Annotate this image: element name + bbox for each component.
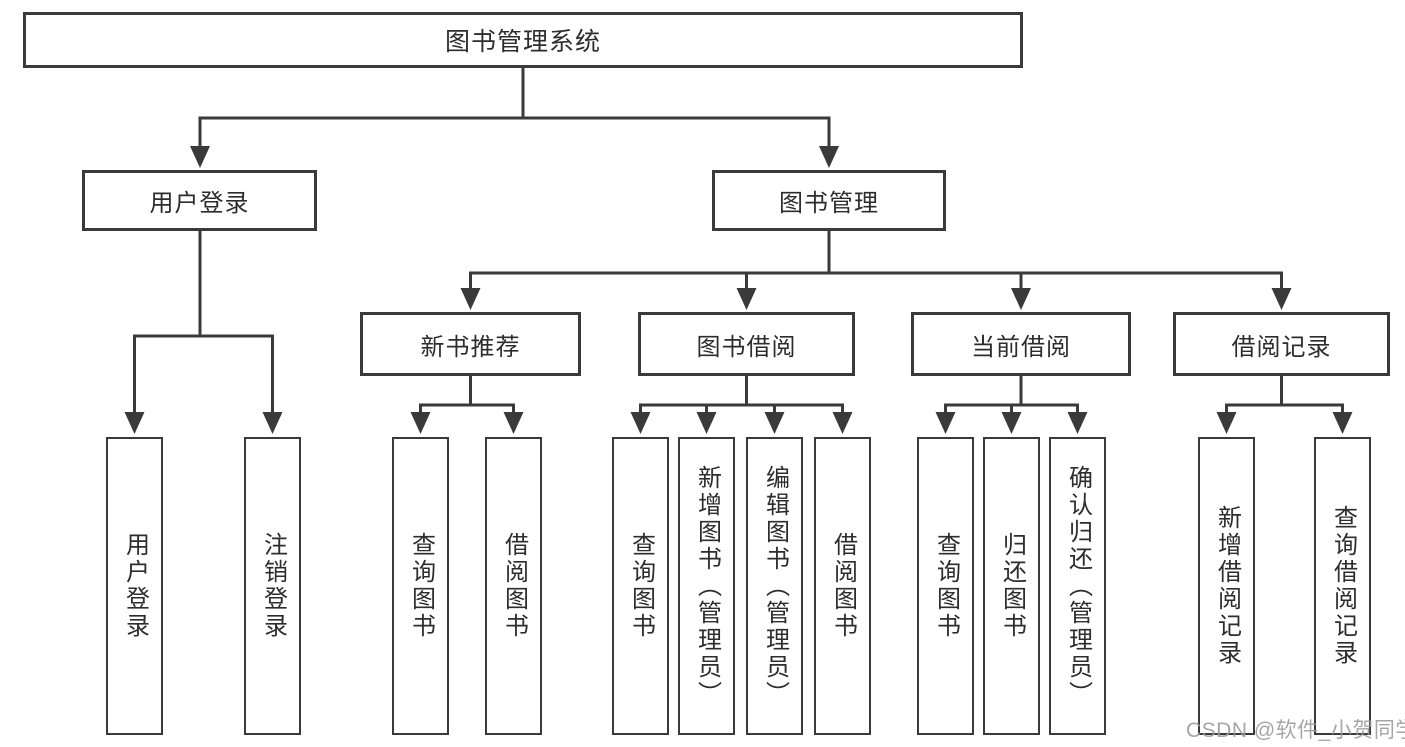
node-book-borrow: 图书借阅 (638, 312, 855, 376)
leaf-query-book-1: 查询图书 (392, 437, 449, 735)
leaf-borrow-book-1: 借阅图书 (485, 437, 542, 735)
leaf-return-book: 归还图书 (983, 437, 1040, 735)
arrow-down-icon (262, 412, 283, 434)
leaf-query-book-3: 查询图书 (917, 437, 974, 735)
leaf-add-book-admin-label: 新增图书（管理员） (693, 464, 721, 708)
leaf-borrow-book-2: 借阅图书 (814, 437, 871, 735)
leaf-logout-label: 注销登录 (259, 532, 287, 640)
arrow-down-icon (1216, 412, 1237, 434)
arrow-down-icon (832, 412, 853, 434)
leaf-edit-book-admin: 编辑图书（管理员） (746, 437, 803, 735)
leaf-logout: 注销登录 (244, 437, 301, 735)
node-new-book-recommend: 新书推荐 (360, 312, 581, 376)
arrow-down-icon (1067, 412, 1088, 434)
leaf-edit-book-admin-label: 编辑图书（管理员） (761, 464, 789, 708)
leaf-query-book-3-label: 查询图书 (932, 532, 960, 640)
arrow-down-icon (696, 412, 717, 434)
node-current-borrow: 当前借阅 (911, 312, 1131, 376)
node-borrow-record-label: 借阅记录 (1231, 333, 1332, 361)
node-book-management: 图书管理 (712, 170, 946, 231)
leaf-user-login-label: 用户登录 (121, 532, 149, 640)
arrow-down-icon (503, 412, 524, 434)
leaf-add-borrow-record: 新增借阅记录 (1198, 437, 1255, 735)
leaf-query-book-1-label: 查询图书 (407, 532, 435, 640)
node-user-login: 用户登录 (82, 170, 317, 231)
leaf-query-borrow-record-label: 查询借阅记录 (1329, 505, 1357, 667)
arrow-down-icon (935, 412, 956, 434)
leaf-query-book-2-label: 查询图书 (627, 532, 655, 640)
leaf-add-borrow-record-label: 新增借阅记录 (1213, 505, 1241, 667)
node-root: 图书管理系统 (23, 12, 1023, 68)
node-current-borrow-label: 当前借阅 (971, 333, 1071, 361)
leaf-return-book-label: 归还图书 (998, 532, 1026, 640)
arrow-down-icon (764, 412, 785, 434)
node-book-borrow-label: 图书借阅 (696, 333, 797, 361)
arrow-down-icon (819, 146, 839, 168)
node-root-label: 图书管理系统 (444, 28, 601, 56)
leaf-add-book-admin: 新增图书（管理员） (678, 437, 735, 735)
arrow-down-icon (190, 146, 210, 168)
arrow-down-icon (1271, 288, 1292, 310)
arrow-down-icon (410, 412, 431, 434)
arrow-down-icon (1011, 288, 1031, 310)
arrow-down-icon (460, 288, 481, 310)
leaf-borrow-book-1-label: 借阅图书 (500, 532, 528, 640)
node-borrow-record: 借阅记录 (1173, 312, 1390, 376)
node-book-management-label: 图书管理 (779, 190, 879, 217)
arrowheads-group (124, 146, 1353, 434)
arrow-down-icon (1332, 412, 1353, 434)
arrow-down-icon (736, 288, 757, 310)
leaf-confirm-return-admin-label: 确认归还（管理员） (1064, 464, 1092, 708)
leaf-user-login: 用户登录 (106, 437, 163, 735)
node-user-login-label: 用户登录 (149, 190, 250, 217)
leaf-query-borrow-record: 查询借阅记录 (1314, 437, 1371, 735)
leaf-query-book-2: 查询图书 (612, 437, 669, 735)
leaf-confirm-return-admin: 确认归还（管理员） (1049, 437, 1106, 735)
arrow-down-icon (1001, 412, 1022, 434)
arrow-down-icon (124, 412, 145, 434)
leaf-borrow-book-2-label: 借阅图书 (829, 532, 857, 640)
csdn-watermark: CSDN @软件_小贺同学 (1186, 719, 1405, 742)
arrow-down-icon (630, 412, 651, 434)
node-new-book-recommend-label: 新书推荐 (420, 333, 521, 361)
